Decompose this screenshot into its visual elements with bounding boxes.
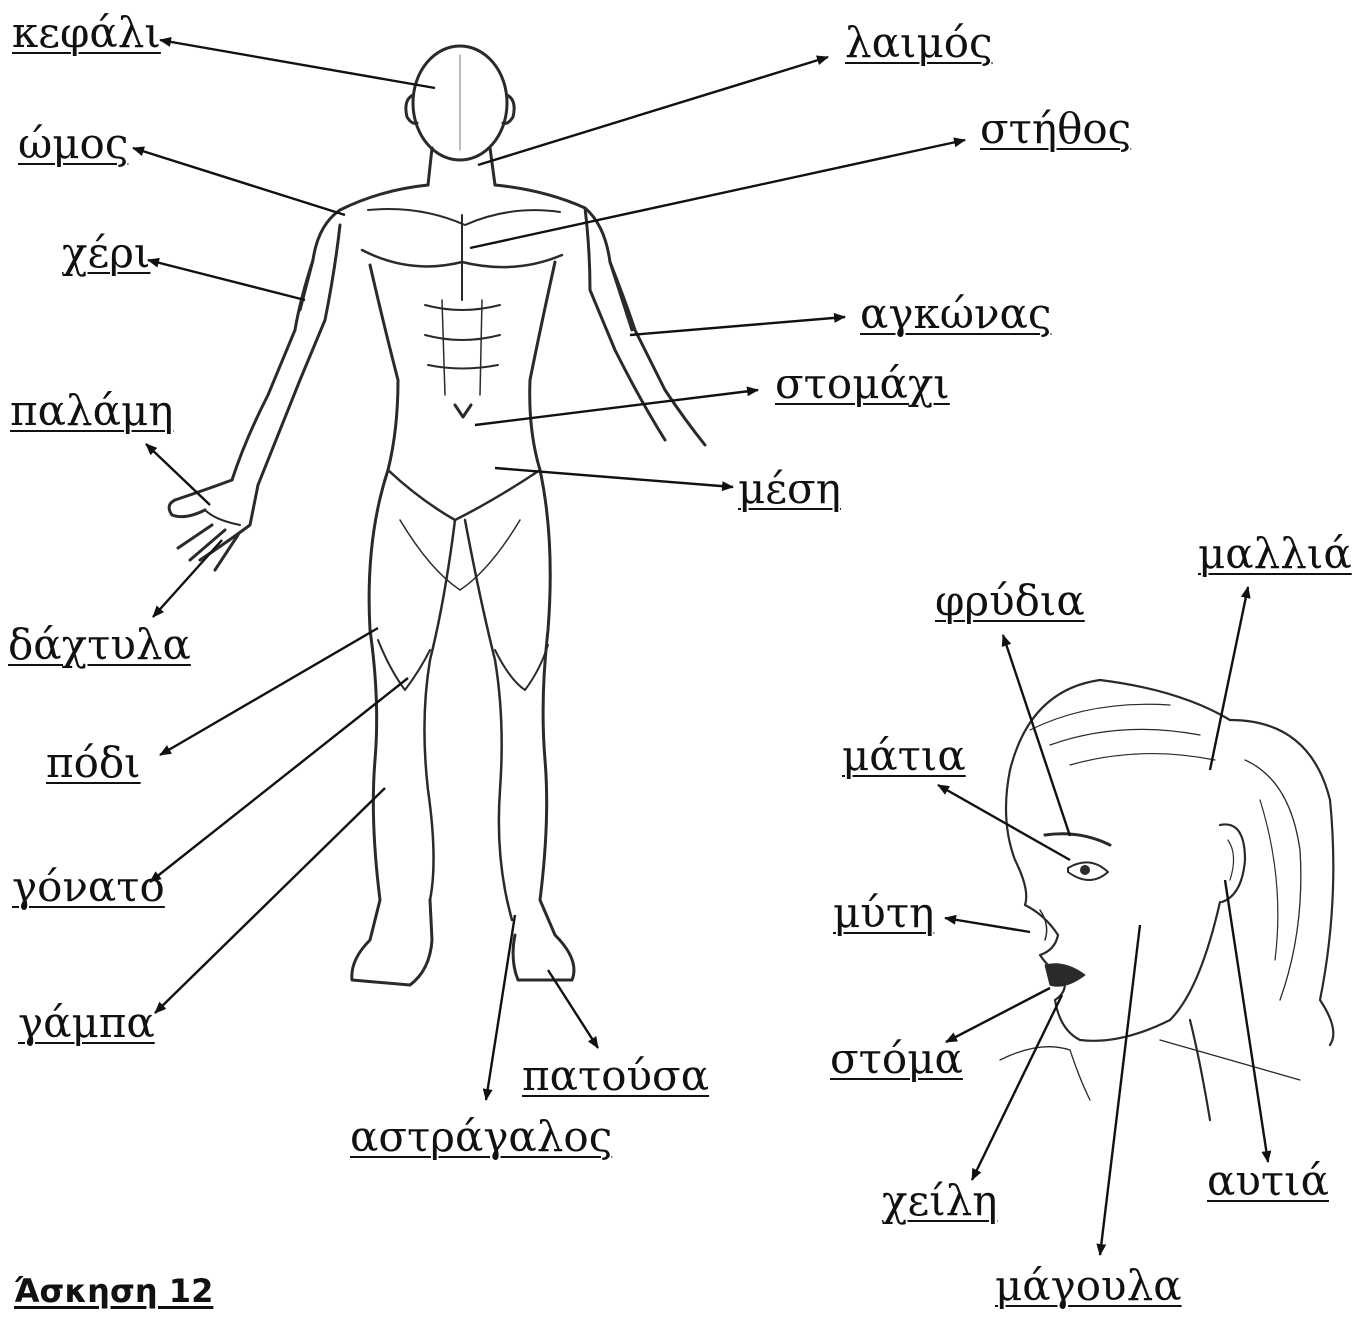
arrow-magoula <box>1100 925 1140 1255</box>
label-mesi: μέση <box>738 468 841 510</box>
label-gampa: γάμπα <box>18 1002 155 1044</box>
arrow-podi <box>160 628 378 755</box>
face-illustration <box>1000 680 1333 1120</box>
label-mallia: μαλλιά <box>1198 533 1352 575</box>
arrow-gonato <box>150 678 408 882</box>
label-magoula: μάγουλα <box>995 1265 1182 1307</box>
arrow-agkonas <box>630 317 845 335</box>
label-kefali: κεφάλι <box>12 12 161 54</box>
arrow-autia <box>1225 880 1268 1162</box>
label-podi: πόδι <box>46 742 141 784</box>
label-omos: ώμος <box>18 123 128 165</box>
label-autia: αυτιά <box>1207 1160 1329 1202</box>
label-gonato: γόνατο <box>12 866 165 908</box>
exercise-title: Άσκηση 12 <box>14 1272 213 1310</box>
label-stomachi: στομάχι <box>775 363 950 405</box>
label-stoma: στόμα <box>830 1038 963 1080</box>
arrow-daktyla <box>153 540 222 617</box>
label-astragalos: αστράγαλος <box>350 1116 612 1158</box>
body-figure-illustration <box>169 46 705 985</box>
label-patousa: πατούσα <box>522 1055 709 1097</box>
label-frydia: φρύδια <box>935 580 1085 622</box>
arrow-matia <box>938 785 1070 860</box>
label-agkonas: αγκώνας <box>860 293 1051 335</box>
label-stithos: στήθος <box>980 108 1131 150</box>
arrow-myti <box>945 918 1030 932</box>
arrow-astragalos <box>486 915 515 1100</box>
arrow-cheri <box>148 260 305 300</box>
arrow-kefali <box>160 40 435 88</box>
arrow-palami <box>146 444 210 505</box>
arrow-frydia <box>1003 635 1070 836</box>
label-matia: μάτια <box>842 735 966 777</box>
label-laimos: λαιμός <box>845 22 993 64</box>
label-myti: μύτη <box>833 892 934 934</box>
label-cheri: χέρι <box>62 232 150 274</box>
arrow-patousa <box>548 970 598 1048</box>
label-cheili: χείλη <box>882 1180 997 1222</box>
label-palami: παλάμη <box>10 390 173 432</box>
arrow-mallia <box>1210 587 1248 770</box>
arrow-omos <box>133 148 345 215</box>
arrow-laimos <box>478 57 828 165</box>
arrow-stomachi <box>475 390 758 425</box>
label-daktyla: δάχτυλα <box>8 624 191 666</box>
